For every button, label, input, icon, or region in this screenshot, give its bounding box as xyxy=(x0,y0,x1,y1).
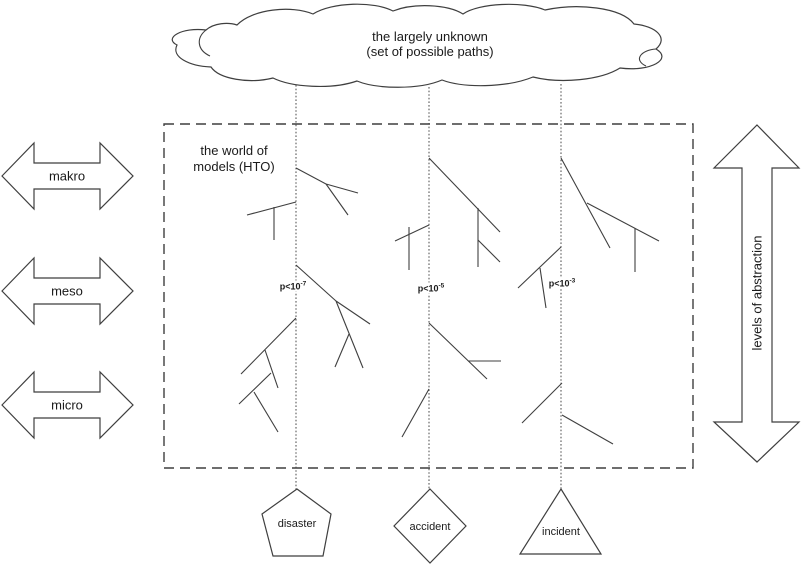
levels-of-abstraction-arrow-icon xyxy=(712,124,801,463)
branch-line xyxy=(253,391,279,433)
probability-label-3-exp: -3 xyxy=(569,277,576,285)
probability-label-3: p<10-3 xyxy=(547,277,577,289)
branch-line xyxy=(295,264,337,302)
incident-triangle xyxy=(518,487,603,555)
probability-label-2-exp: -5 xyxy=(438,282,445,290)
disaster-pentagon xyxy=(261,488,332,557)
branch-line xyxy=(401,388,430,438)
branch-line xyxy=(295,167,327,185)
micro-arrow-icon xyxy=(1,370,134,440)
branch-line xyxy=(335,300,371,325)
levels-of-abstraction-label: levels of abstraction xyxy=(749,235,765,351)
branch-line xyxy=(428,322,488,380)
model-box-label: the world of models (HTO) xyxy=(177,143,291,175)
branch-line xyxy=(334,333,350,368)
branch-line xyxy=(394,224,430,242)
branch-line xyxy=(477,239,501,263)
branch-line xyxy=(238,372,272,405)
branch-line xyxy=(539,267,547,309)
branch-line xyxy=(240,317,297,375)
meso-arrow-icon xyxy=(1,256,134,326)
branch-line xyxy=(561,414,614,445)
branch-line xyxy=(264,349,279,389)
branch-line xyxy=(325,183,349,216)
micro-arrow-label: micro xyxy=(51,397,83,413)
probability-label-2: p<10-5 xyxy=(416,282,446,294)
branch-line xyxy=(517,246,562,289)
cloud-shape xyxy=(171,3,663,88)
cloud-label-line2: (set of possible paths) xyxy=(366,44,494,59)
branch-line xyxy=(586,202,660,242)
branch-line xyxy=(335,300,364,369)
accident-diamond xyxy=(393,488,467,564)
branch-line xyxy=(521,382,563,424)
cloud-label-line1: the largely unknown xyxy=(372,29,488,44)
branch-line xyxy=(325,183,359,194)
probability-label-1-exp: -7 xyxy=(300,280,307,288)
makro-arrow-label: makro xyxy=(48,168,86,184)
incident-label: incident xyxy=(542,526,580,538)
model-box-label-line2: models (HTO) xyxy=(193,159,275,174)
meso-arrow-label: meso xyxy=(51,283,83,299)
branch-line xyxy=(428,157,501,233)
cloud-label: the largely unknown (set of possible pat… xyxy=(310,29,550,59)
branch-line xyxy=(246,201,297,216)
accident-label: accident xyxy=(409,521,451,533)
probability-label-3-base: p<10 xyxy=(548,278,570,289)
disaster-label: disaster xyxy=(277,518,317,530)
cloud-curl-left-icon xyxy=(198,29,211,57)
branch-lines xyxy=(238,157,660,445)
cloud-curl-right-icon xyxy=(638,48,657,67)
probability-label-1: p<10-7 xyxy=(278,280,308,292)
makro-arrow-icon xyxy=(1,141,134,211)
probability-label-2-base: p<10 xyxy=(417,283,439,294)
model-box-label-line1: the world of xyxy=(200,143,268,158)
probability-label-1-base: p<10 xyxy=(279,281,301,292)
branch-line xyxy=(560,157,611,249)
